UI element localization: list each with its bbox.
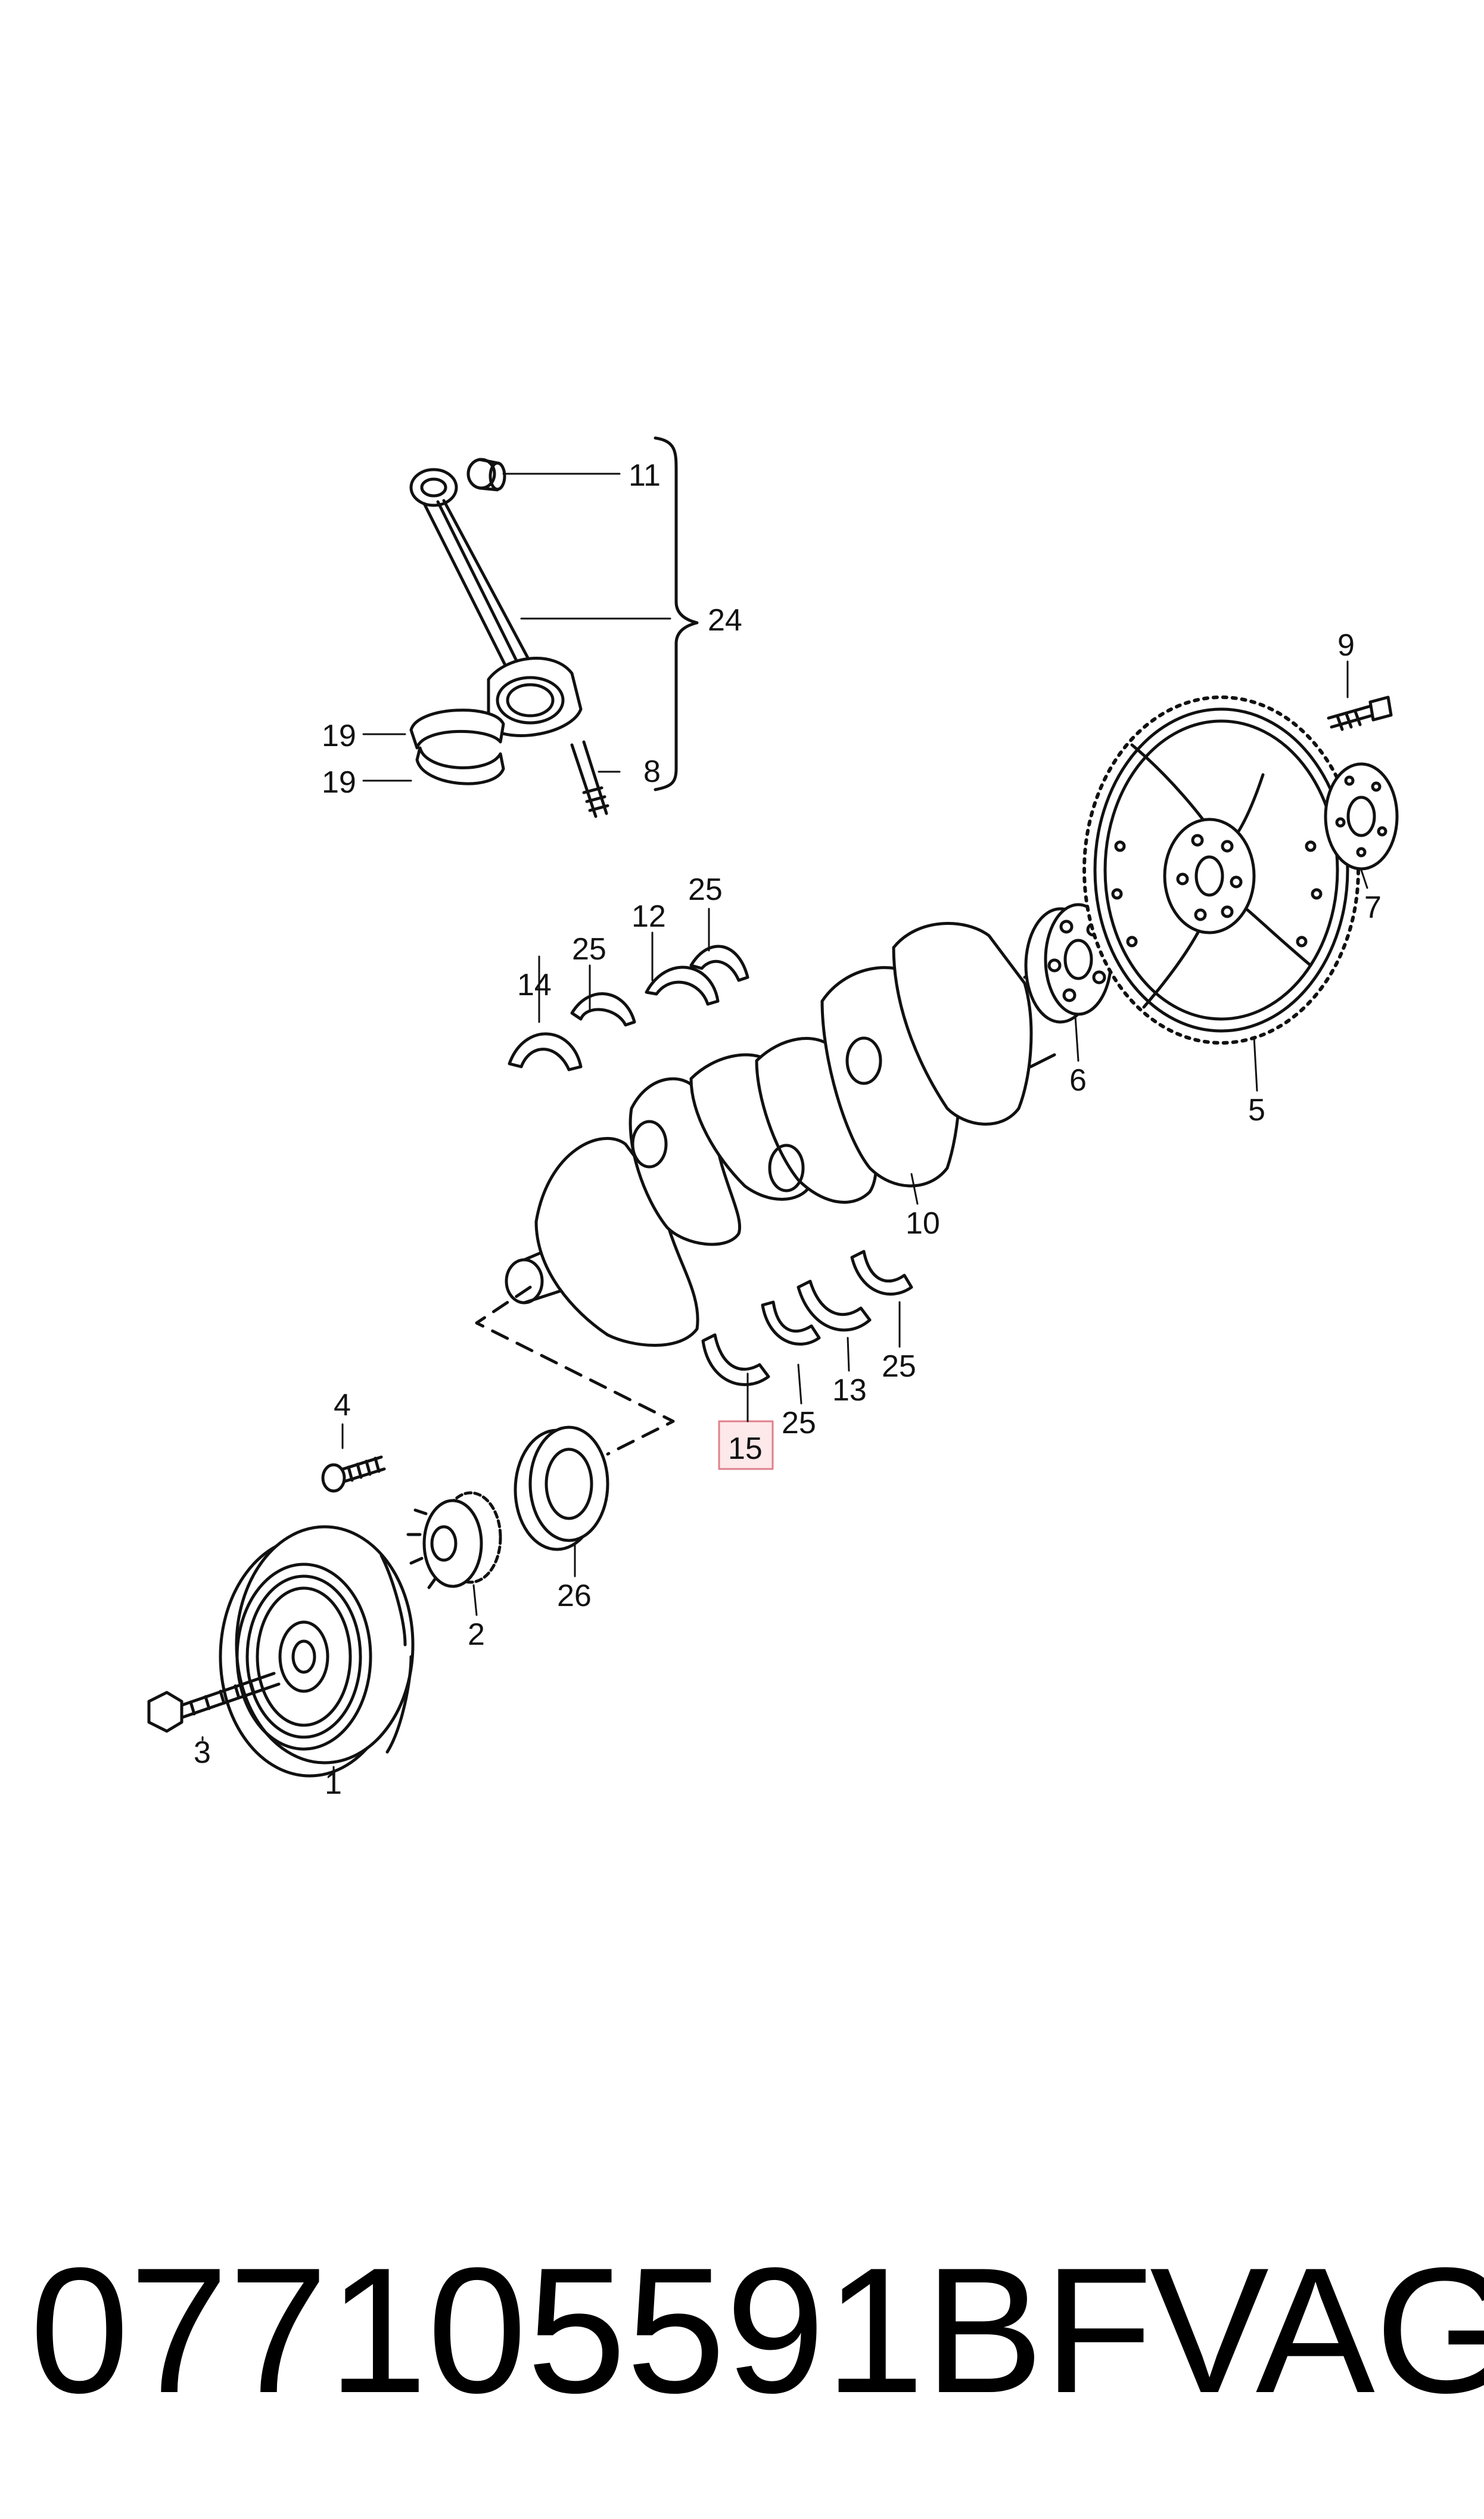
- callout-11: 11: [629, 458, 661, 493]
- group-bracket: [654, 436, 699, 791]
- callout-4: 4: [334, 1388, 351, 1422]
- leader-lines: [201, 473, 1368, 1774]
- part-15-highlight: [718, 1420, 774, 1470]
- assembly-centerline: [475, 1285, 675, 1456]
- callout-5: 5: [1248, 1093, 1265, 1128]
- callout-10: 10: [906, 1206, 940, 1241]
- callout-12: 12: [631, 899, 666, 934]
- callout-25-b: 25: [688, 872, 723, 907]
- callout-24: 24: [708, 603, 742, 638]
- callout-8: 8: [643, 754, 661, 789]
- timing-sprocket: [406, 1491, 502, 1589]
- part-number-footer: 077105591BF VAG: [30, 2230, 1484, 2430]
- oil-seal: [514, 1425, 609, 1551]
- drive-plate: [1082, 695, 1360, 1045]
- conrod-bearing-shells: [409, 709, 505, 785]
- drive-plate-bolt: [1327, 695, 1393, 731]
- callout-1: 1: [325, 1766, 342, 1801]
- callout-25-a: 25: [572, 932, 606, 967]
- callout-14: 14: [517, 968, 552, 1002]
- crankshaft: [505, 922, 1056, 1347]
- callout-26: 26: [557, 1579, 592, 1613]
- vibration-damper: [219, 1525, 415, 1778]
- callout-9: 9: [1337, 628, 1355, 663]
- callout-15: 15: [728, 1431, 763, 1466]
- callout-19-upper: 19: [322, 719, 356, 753]
- callout-3: 3: [194, 1735, 211, 1770]
- lower-main-bearing-shells: [701, 1250, 913, 1386]
- callout-25-c: 25: [782, 1406, 816, 1440]
- callout-7: 7: [1364, 890, 1382, 925]
- sprocket-bolt: [321, 1455, 386, 1493]
- part-number: 077105591BF: [30, 2230, 1153, 2430]
- callout-6: 6: [1069, 1063, 1087, 1098]
- upper-main-bearing-shells: [508, 945, 749, 1071]
- callout-13: 13: [832, 1373, 867, 1408]
- damper-bolt: [147, 1672, 281, 1733]
- callout-19-lower: 19: [322, 765, 356, 800]
- piston-pin-bush: [466, 458, 506, 492]
- brand-name: VAG: [1150, 2230, 1484, 2430]
- callout-labels: 11 24 19 19 8 14 25 12 25 10 6 5 7 9 15 …: [194, 458, 1382, 1801]
- reinforcement-washer: [1324, 762, 1399, 871]
- callout-2: 2: [468, 1617, 485, 1652]
- callout-25-d: 25: [882, 1349, 916, 1384]
- connecting-rod-assembly: [409, 468, 609, 818]
